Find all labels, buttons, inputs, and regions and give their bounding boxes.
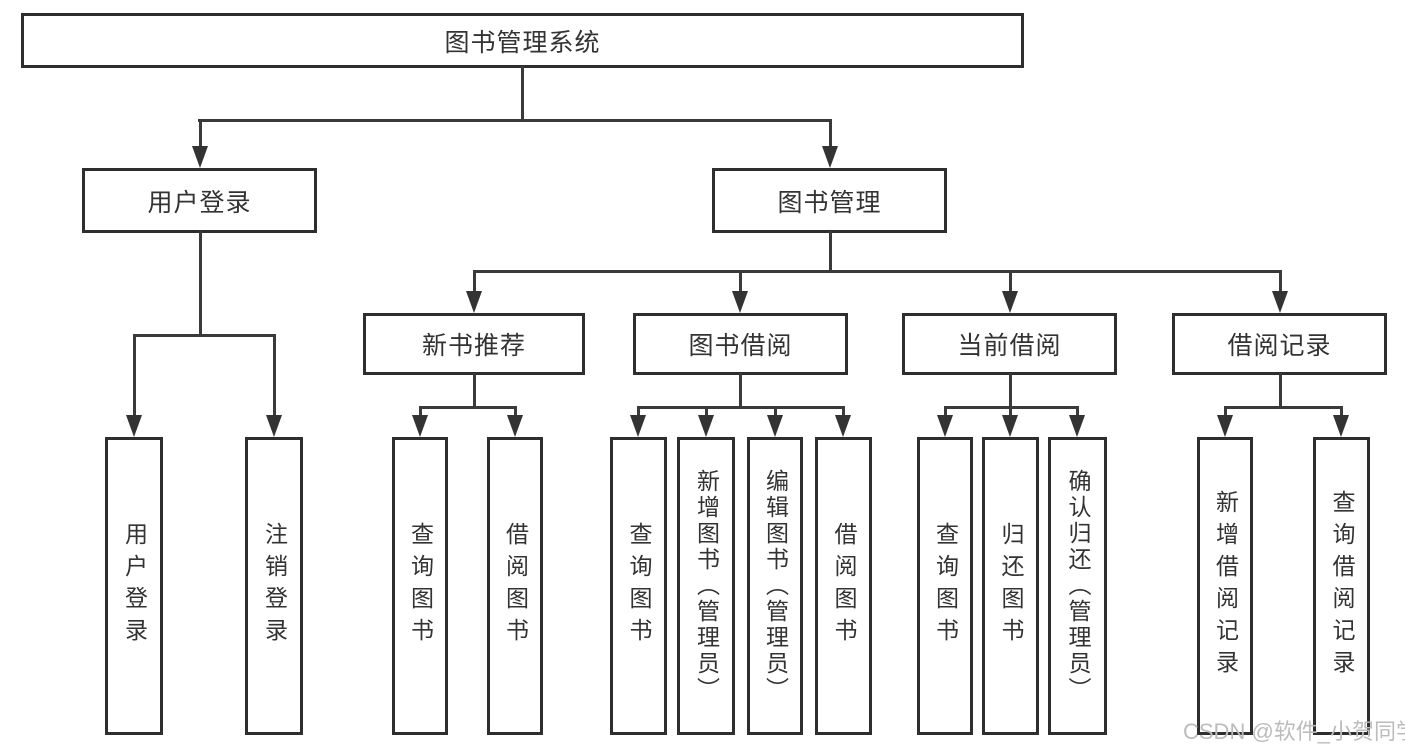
- connector-line: [133, 334, 276, 337]
- connector-line: [774, 406, 777, 417]
- leaf-query-borrow-record: 查询借阅记录: [1313, 437, 1370, 735]
- leaf-return-book: 归还图书: [982, 437, 1039, 735]
- connector-line: [1279, 270, 1282, 292]
- arrow-down-icon: [1217, 415, 1233, 437]
- arrow-down-icon: [1272, 291, 1288, 313]
- connector-line: [1224, 406, 1343, 409]
- node-user-login: 用户登录: [82, 168, 317, 233]
- connector-line: [419, 406, 517, 409]
- connector-line: [198, 119, 832, 122]
- leaf-return-book-label: 归还图书: [998, 522, 1024, 650]
- leaf-add-book-admin-label: 新增图书（管理员）: [693, 469, 720, 703]
- arrow-down-icon: [835, 415, 851, 437]
- connector-line: [944, 406, 947, 417]
- node-new-book-recommend: 新书推荐: [363, 313, 585, 375]
- arrow-down-icon: [767, 415, 783, 437]
- connector-line: [705, 406, 708, 417]
- leaf-query-books-recommend: 查询图书: [392, 437, 448, 735]
- connector-line: [1279, 373, 1282, 408]
- arrow-down-icon: [732, 291, 748, 313]
- node-book-management: 图书管理: [712, 168, 947, 233]
- connector-line: [199, 119, 202, 148]
- arrow-down-icon: [412, 415, 428, 437]
- connector-line: [829, 119, 832, 148]
- leaf-add-borrow-record: 新增借阅记录: [1197, 437, 1253, 735]
- connector-line: [1009, 406, 1012, 417]
- connector-line: [1009, 270, 1012, 292]
- leaf-add-borrow-record-label: 新增借阅记录: [1212, 490, 1239, 682]
- node-borrow-records-label: 借阅记录: [1227, 332, 1332, 360]
- node-root: 图书管理系统: [21, 13, 1024, 68]
- node-root-label: 图书管理系统: [444, 28, 601, 57]
- connector-line: [637, 406, 640, 417]
- arrow-down-icon: [266, 415, 282, 437]
- arrow-down-icon: [192, 146, 208, 168]
- connector-line: [273, 334, 276, 415]
- leaf-user-login: 用户登录: [105, 437, 163, 735]
- csdn-watermark: CSDN @软件_小贺同学: [1183, 719, 1405, 744]
- connector-line: [829, 231, 832, 272]
- connector-line: [842, 406, 845, 417]
- leaf-confirm-return-admin: 确认归还（管理员）: [1048, 437, 1107, 735]
- node-borrow-records: 借阅记录: [1172, 313, 1387, 375]
- arrow-down-icon: [466, 291, 482, 313]
- node-book-borrow-label: 图书借阅: [688, 332, 793, 360]
- leaf-borrow-books-recommend-label: 借阅图书: [502, 522, 529, 650]
- node-current-borrow: 当前借阅: [902, 313, 1117, 375]
- leaf-query-books-borrow: 查询图书: [610, 437, 667, 735]
- connector-line: [419, 406, 422, 417]
- connector-line: [473, 270, 1281, 273]
- leaf-query-books-borrow-label: 查询图书: [626, 522, 652, 650]
- leaf-user-login-label: 用户登录: [121, 522, 148, 650]
- arrow-down-icon: [1002, 291, 1018, 313]
- leaf-query-books-recommend-label: 查询图书: [407, 522, 434, 650]
- connector-line: [739, 373, 742, 408]
- connector-line: [1340, 406, 1343, 417]
- connector-line: [1009, 373, 1012, 408]
- leaf-edit-book-admin-label: 编辑图书（管理员）: [762, 469, 789, 703]
- leaf-query-books-current: 查询图书: [917, 437, 973, 735]
- connector-line: [739, 270, 742, 292]
- arrow-down-icon: [630, 415, 646, 437]
- node-current-borrow-label: 当前借阅: [957, 332, 1062, 360]
- node-book-borrow: 图书借阅: [633, 313, 848, 375]
- arrow-down-icon: [937, 415, 953, 437]
- arrow-down-icon: [126, 415, 142, 437]
- leaf-add-book-admin: 新增图书（管理员）: [677, 437, 735, 735]
- arrow-down-icon: [698, 415, 714, 437]
- leaf-logout: 注销登录: [245, 437, 303, 735]
- connector-line: [133, 334, 136, 415]
- connector-line: [637, 406, 845, 409]
- leaf-confirm-return-admin-label: 确认归还（管理员）: [1065, 469, 1091, 703]
- connector-line: [473, 373, 476, 408]
- arrow-down-icon: [507, 415, 523, 437]
- connector-line: [473, 270, 476, 292]
- leaf-query-borrow-record-label: 查询借阅记录: [1329, 490, 1355, 682]
- leaf-borrow-books-borrow: 借阅图书: [815, 437, 872, 735]
- connector-line: [1076, 406, 1079, 417]
- node-user-login-label: 用户登录: [147, 188, 252, 217]
- arrow-down-icon: [1333, 415, 1349, 437]
- node-new-book-recommend-label: 新书推荐: [421, 332, 526, 360]
- connector-line: [514, 406, 517, 417]
- arrow-down-icon: [1002, 415, 1018, 437]
- arrow-down-icon: [1069, 415, 1085, 437]
- connector-line: [521, 66, 524, 120]
- node-book-management-label: 图书管理: [777, 188, 882, 217]
- leaf-borrow-books-borrow-label: 借阅图书: [831, 522, 857, 650]
- connector-line: [1224, 406, 1227, 417]
- connector-line: [199, 231, 202, 336]
- leaf-edit-book-admin: 编辑图书（管理员）: [747, 437, 803, 735]
- arrow-down-icon: [822, 146, 838, 168]
- leaf-borrow-books-recommend: 借阅图书: [487, 437, 543, 735]
- leaf-query-books-current-label: 查询图书: [932, 522, 959, 650]
- leaf-logout-label: 注销登录: [261, 522, 288, 650]
